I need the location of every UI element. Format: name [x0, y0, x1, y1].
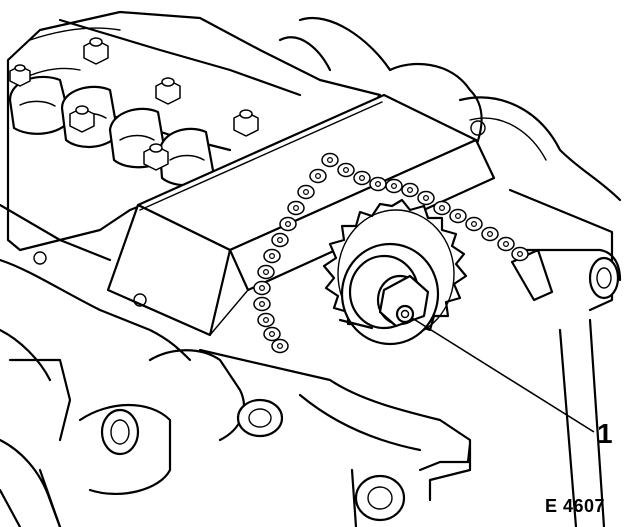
timing-cover-housing: [278, 17, 622, 312]
chain-pin: [315, 173, 322, 180]
chain-pin: [303, 189, 310, 196]
chain-pin: [375, 181, 382, 188]
chain-pin: [516, 251, 523, 258]
camshaft-bearing-caps: [8, 75, 216, 187]
chain-pin: [285, 221, 292, 228]
sprocket-bolt: [395, 304, 415, 324]
chain-pin: [487, 231, 494, 238]
chain-pin: [455, 213, 462, 220]
timing-chain: [253, 152, 529, 354]
chain-pin: [471, 221, 478, 228]
chain-pin: [277, 343, 284, 350]
chain-pin: [503, 241, 510, 248]
chain-pin: [423, 195, 430, 202]
engine-block-lower: [148, 318, 606, 527]
chain-pin: [407, 187, 414, 194]
camshaft-sprocket: [322, 198, 468, 346]
chain-pin: [343, 167, 350, 174]
chain-pin: [439, 205, 446, 212]
chain-pin: [277, 237, 284, 244]
block-left-side: [0, 203, 192, 527]
chain-pin: [263, 269, 270, 276]
callout-number-1: 1: [597, 418, 613, 449]
chain-pin: [269, 253, 276, 260]
callout-1-leader-line: [411, 317, 595, 433]
chain-pin: [259, 285, 266, 292]
chain-pin: [259, 301, 266, 308]
chain-pin: [327, 157, 334, 164]
chain-pin: [263, 317, 270, 324]
chain-pin: [269, 331, 276, 338]
chain-pin: [391, 183, 398, 190]
camshaft-locking-tool: [106, 93, 554, 337]
chain-pin: [293, 205, 300, 212]
chain-pin: [359, 175, 366, 182]
figure-reference-code: E 4607: [545, 496, 606, 516]
